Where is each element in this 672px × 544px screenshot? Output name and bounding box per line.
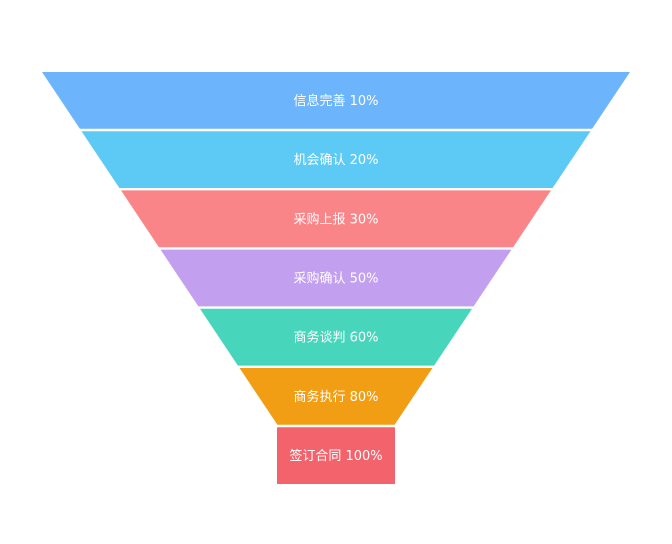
funnel-stage-label-4: 采购确认 50% bbox=[293, 271, 378, 287]
funnel-stage-label-5: 商务谈判 60% bbox=[293, 330, 378, 346]
funnel-stage-7[interactable] bbox=[277, 427, 395, 484]
funnel-stage-label-1: 信息完善 10% bbox=[293, 93, 378, 109]
funnel-stage-5[interactable] bbox=[200, 308, 472, 366]
funnel-stage-1[interactable] bbox=[42, 72, 630, 129]
funnel-stage-6[interactable] bbox=[239, 368, 433, 425]
funnel-stage-label-2: 机会确认 20% bbox=[293, 153, 378, 168]
funnel-stage-2[interactable] bbox=[81, 131, 591, 188]
funnel-stage-label-3: 采购上报 30% bbox=[293, 211, 378, 227]
funnel-stage-3[interactable] bbox=[121, 190, 551, 248]
funnel-stage-label-6: 商务执行 80% bbox=[293, 389, 378, 405]
funnel-stage-label-7: 签订合同 100% bbox=[289, 448, 382, 464]
funnel-stage-4[interactable] bbox=[160, 249, 512, 307]
